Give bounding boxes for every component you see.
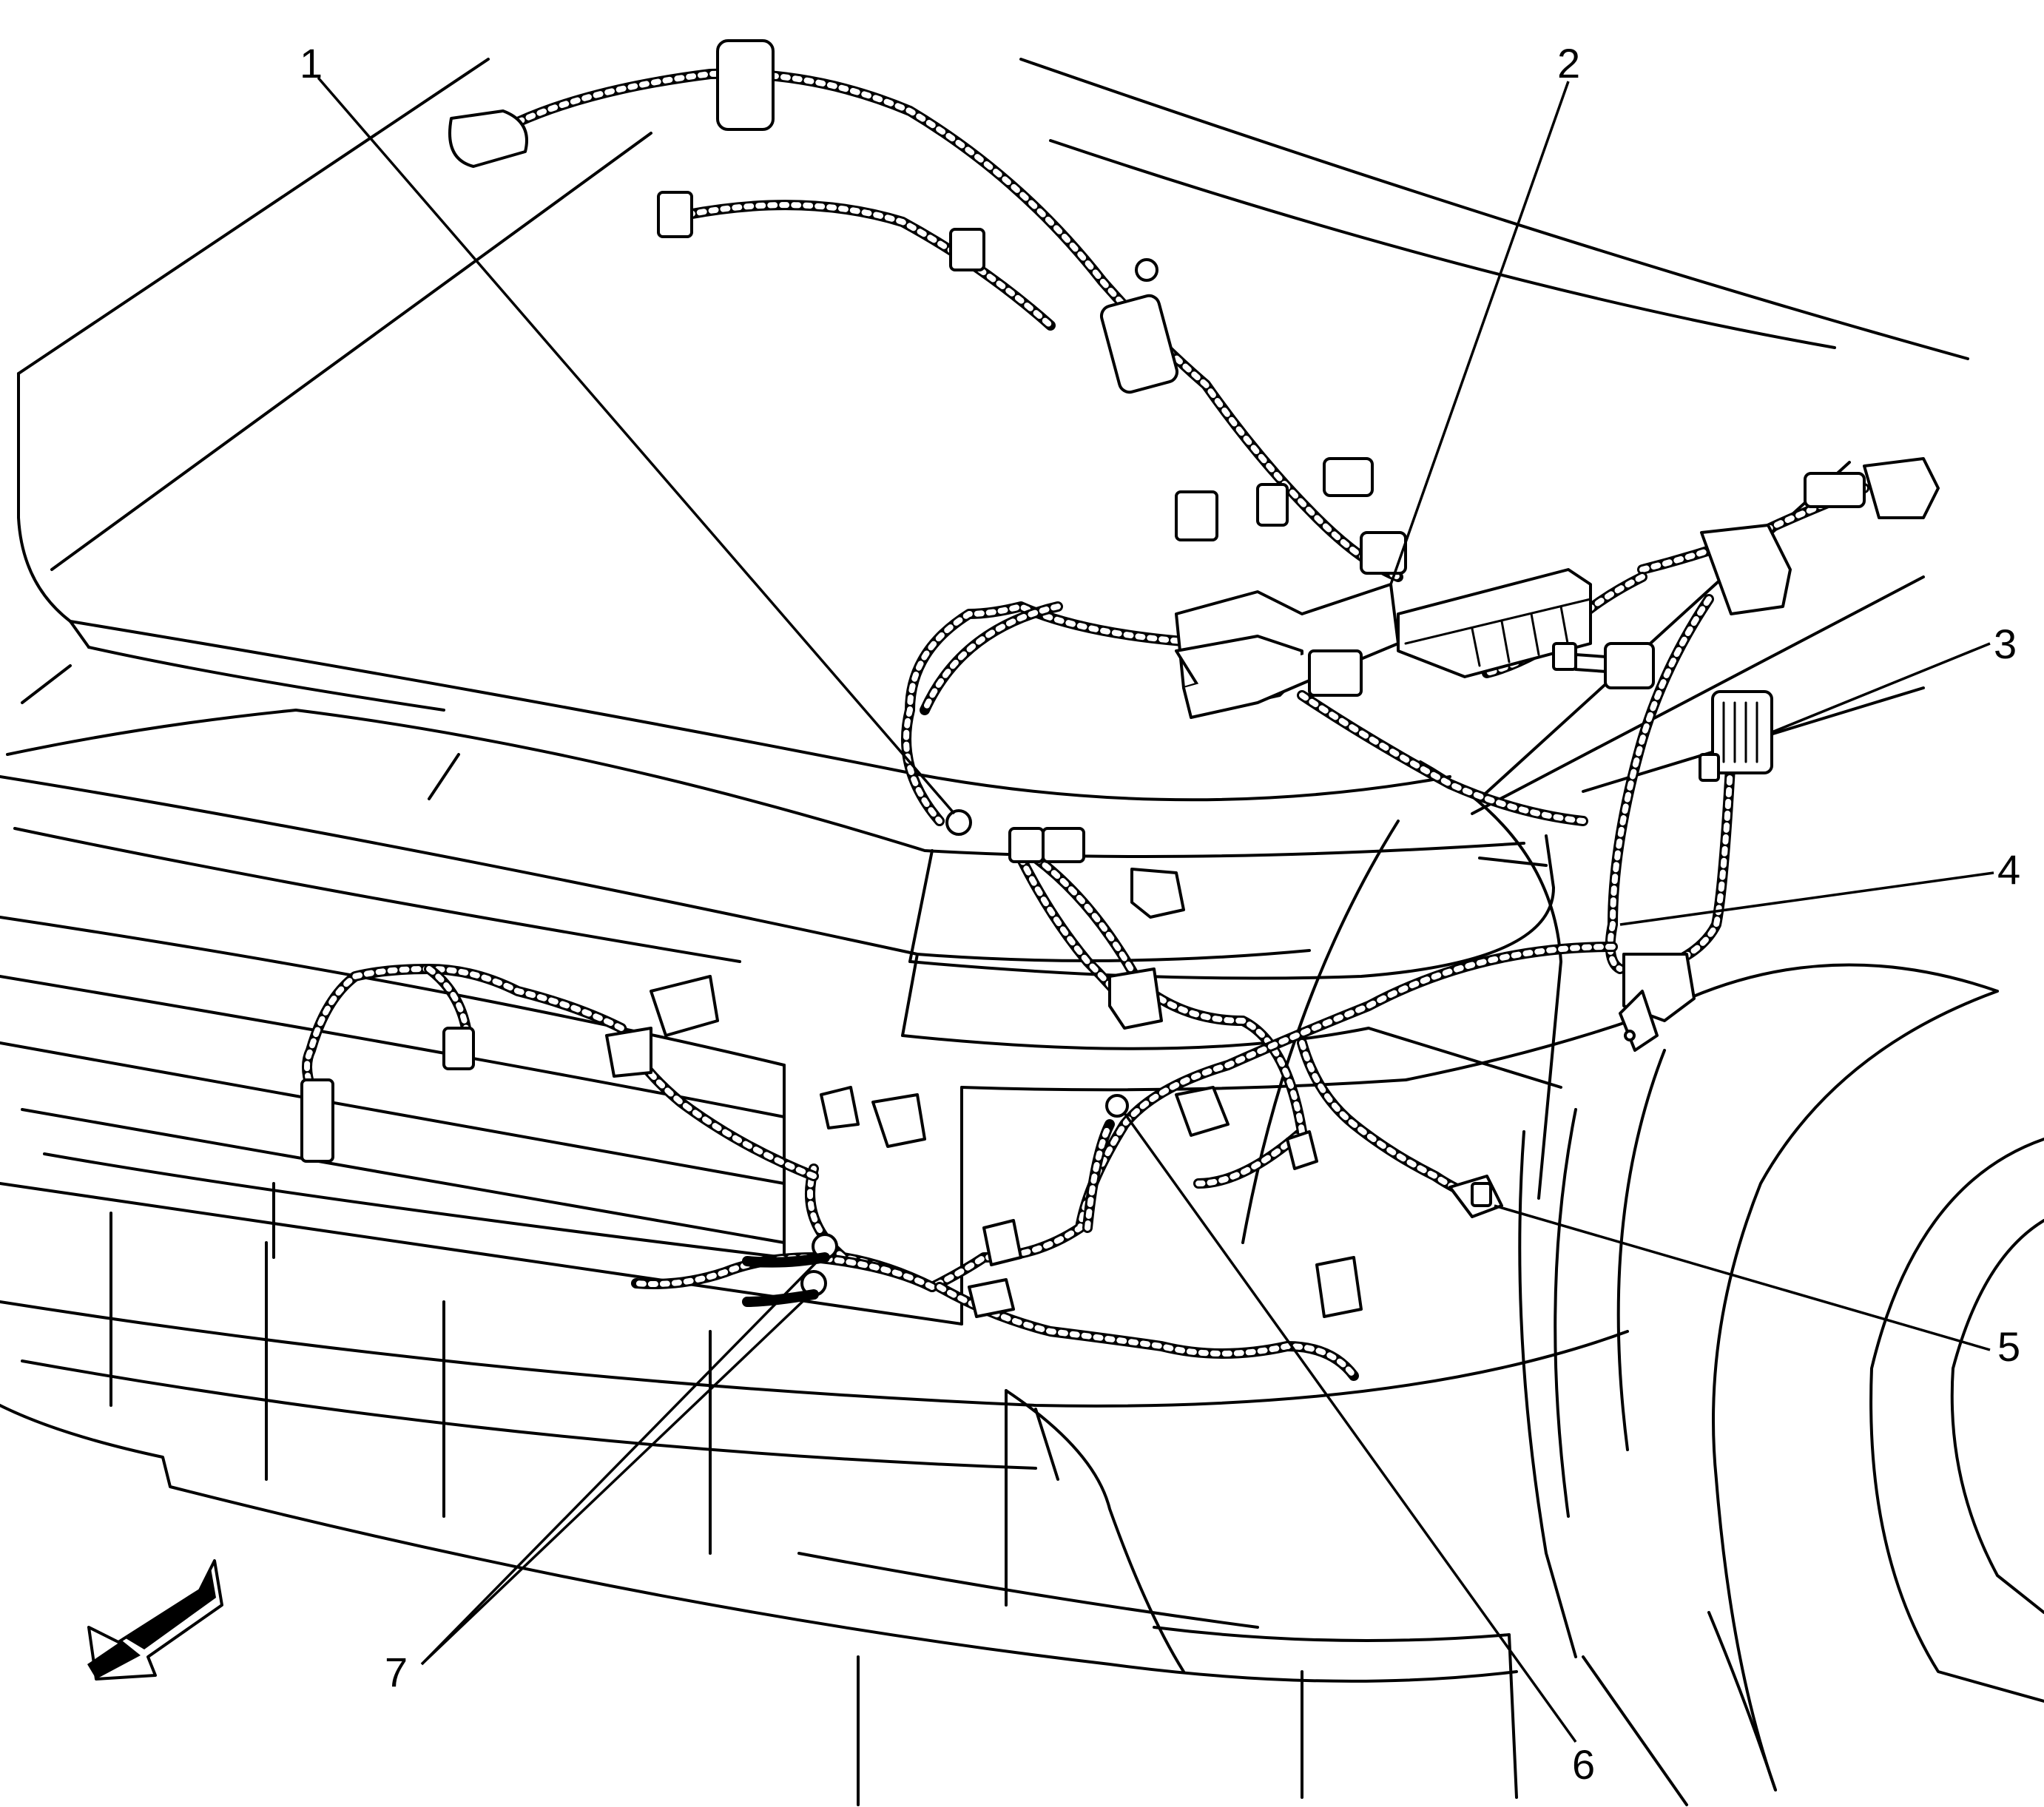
harness-connector: [300, 1078, 334, 1163]
ground-eyelet-1: [945, 809, 972, 836]
harness-connector: [442, 1027, 475, 1070]
callout-3: 3: [1994, 621, 2017, 667]
underhood-fuse-block: [1175, 568, 1629, 719]
harness-clip: [1008, 827, 1045, 863]
vehicle-body-outline: [0, 58, 2044, 1806]
callout-4: 4: [1997, 846, 2020, 893]
harness-connector: [1700, 524, 1792, 615]
callout-2: 2: [1557, 40, 1580, 87]
harness-connector: [1863, 457, 1940, 519]
leader-line-2: [1389, 81, 1570, 585]
callout-7: 7: [385, 1649, 408, 1695]
leader-line-4: [1619, 871, 1994, 926]
harness-connector: [448, 109, 528, 168]
callout-6: 6: [1572, 1741, 1595, 1788]
harness-connector: [1360, 531, 1407, 575]
harness-clip: [968, 1278, 1015, 1318]
leader-line-6: [1123, 1112, 1577, 1743]
front-direction-arrow-icon: [87, 1559, 223, 1681]
harness-bracket: [650, 975, 719, 1037]
callout-1: 1: [300, 40, 323, 87]
harness-connector: [1130, 868, 1185, 919]
harness-connector: [1323, 457, 1374, 497]
ground-eyelet: [1135, 258, 1158, 282]
harness-connector: [1108, 967, 1163, 1030]
harness-connector: [1804, 472, 1866, 508]
leader-line-7a: [420, 1256, 823, 1666]
leader-line-5: [1494, 1204, 1991, 1351]
harness-connector: [716, 39, 775, 131]
harness-connector: [1099, 294, 1179, 394]
harness-clip: [1286, 1130, 1318, 1170]
component-3-connector: [1699, 690, 1773, 782]
component-5-connector: [1448, 1175, 1503, 1218]
harness-clip: [1042, 827, 1085, 863]
callout-5: 5: [1997, 1323, 2020, 1370]
harness-connector: [820, 1086, 860, 1129]
leader-line-3: [1771, 642, 1991, 734]
harness-clip: [982, 1219, 1022, 1266]
callout-leaders: [317, 76, 1994, 1743]
harness-connector: [1256, 483, 1289, 527]
leader-line-7b: [420, 1293, 812, 1666]
leader-line-1: [317, 76, 956, 815]
harness-connector: [1175, 490, 1218, 541]
wiring-harness: [302, 68, 1869, 1381]
connectors: [300, 39, 1940, 1318]
harness-connector: [949, 228, 985, 271]
ground-eyelet-6: [1105, 1094, 1129, 1118]
callout-numbers: 1 2 3 4 5 6 7: [300, 40, 2020, 1788]
harness-connector: [1604, 642, 1655, 689]
harness-connector: [657, 191, 693, 238]
harness-connector: [605, 1027, 652, 1078]
harness-connector: [871, 1093, 926, 1148]
harness-connector: [1175, 1086, 1230, 1137]
harness-connector: [1315, 1256, 1363, 1318]
